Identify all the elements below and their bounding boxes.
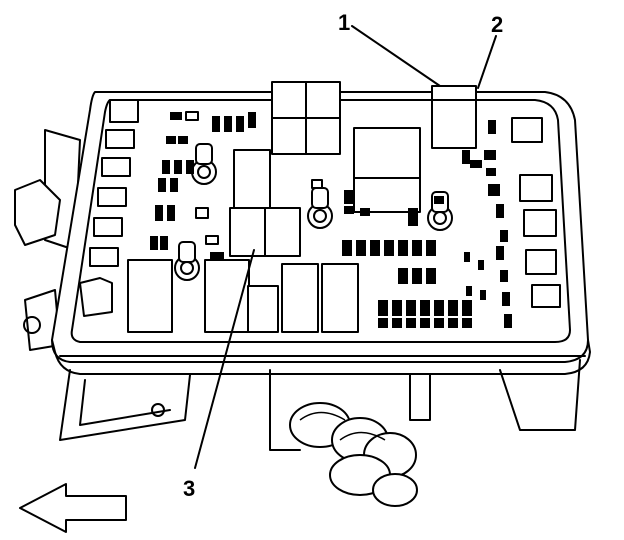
mini-fuse (370, 240, 380, 256)
left-mount (14, 129, 81, 351)
mini-fuse (248, 112, 256, 128)
mini-fuse (195, 207, 209, 219)
mini-fuse (150, 236, 158, 250)
mini-fuse (484, 150, 496, 160)
mini-fuse (496, 246, 504, 260)
mini-fuse (392, 300, 402, 316)
mini-fuse (500, 230, 508, 242)
mini-fuse (426, 240, 436, 256)
mini-fuse (210, 252, 224, 260)
mini-fuse (160, 236, 168, 250)
mini-fuse (462, 300, 472, 316)
mini-fuse (185, 111, 199, 121)
mini-fuse (167, 205, 175, 221)
mini-fuse (480, 290, 486, 300)
relay-block-center (229, 149, 301, 257)
mini-fuse (398, 268, 408, 284)
mini-fuse (344, 206, 354, 214)
right-slot-column (511, 117, 561, 308)
leader-lines (194, 25, 497, 469)
mini-fuse (412, 268, 422, 284)
leader-line-3 (194, 249, 255, 469)
mini-fuse (170, 178, 178, 192)
callout-1: 1 (338, 10, 350, 35)
mini-fuse (488, 184, 500, 196)
mini-fuse (212, 116, 220, 132)
mini-fuse (448, 318, 458, 328)
mini-fuse (466, 286, 472, 296)
mini-fuse (158, 178, 166, 192)
mini-fuse (398, 240, 408, 256)
mini-fuse (486, 168, 496, 176)
mini-fuse (378, 318, 388, 328)
leader-line-2 (477, 35, 497, 89)
mini-fuse (464, 252, 470, 262)
mini-fuse (434, 196, 444, 204)
mini-fuse (342, 240, 352, 256)
relay-block-top (271, 81, 421, 213)
mini-fuse (502, 292, 510, 306)
mini-fuse (412, 240, 422, 256)
mini-fuse (488, 120, 496, 134)
mini-fuse (448, 300, 458, 316)
leader-line-1 (351, 25, 441, 87)
left-slot-column (79, 99, 139, 317)
callout-3: 3 (183, 476, 195, 501)
mini-fuse-field (150, 111, 512, 328)
mini-fuse (462, 150, 470, 164)
mini-fuse (462, 318, 472, 328)
mini-fuse (378, 300, 388, 316)
mini-fuse (504, 314, 512, 328)
mini-fuse (392, 318, 402, 328)
mini-fuse (186, 160, 194, 174)
lower-bracket (59, 359, 581, 451)
direction-arrow-left-icon (19, 483, 127, 533)
mini-fuse (344, 190, 354, 204)
mini-fuse (360, 208, 370, 216)
mini-fuse (356, 240, 366, 256)
mini-fuse (470, 160, 482, 168)
mini-fuse (434, 318, 444, 328)
mini-fuse (205, 235, 219, 245)
mini-fuse (500, 270, 508, 282)
mini-fuse (406, 318, 416, 328)
mini-fuse (166, 136, 176, 144)
mini-fuse (384, 240, 394, 256)
relay-component-1 (431, 85, 477, 149)
mini-fuse (174, 160, 182, 174)
mini-fuse (311, 179, 323, 189)
mini-fuse (420, 300, 430, 316)
wiring-harness (289, 402, 418, 507)
callout-2: 2 (491, 12, 503, 37)
mini-fuse (434, 300, 444, 316)
mini-fuse (426, 268, 436, 284)
mini-fuse (178, 136, 188, 144)
mini-fuse (408, 208, 418, 226)
mini-fuse (162, 160, 170, 174)
mini-fuse (420, 318, 430, 328)
mini-fuse (236, 116, 244, 132)
mini-fuse (478, 260, 484, 270)
relay-row-bottom (127, 259, 359, 333)
mini-fuse (224, 116, 232, 132)
mini-fuse (155, 205, 163, 221)
mini-fuse (496, 204, 504, 218)
mini-fuse (406, 300, 416, 316)
mini-fuse (170, 112, 182, 120)
